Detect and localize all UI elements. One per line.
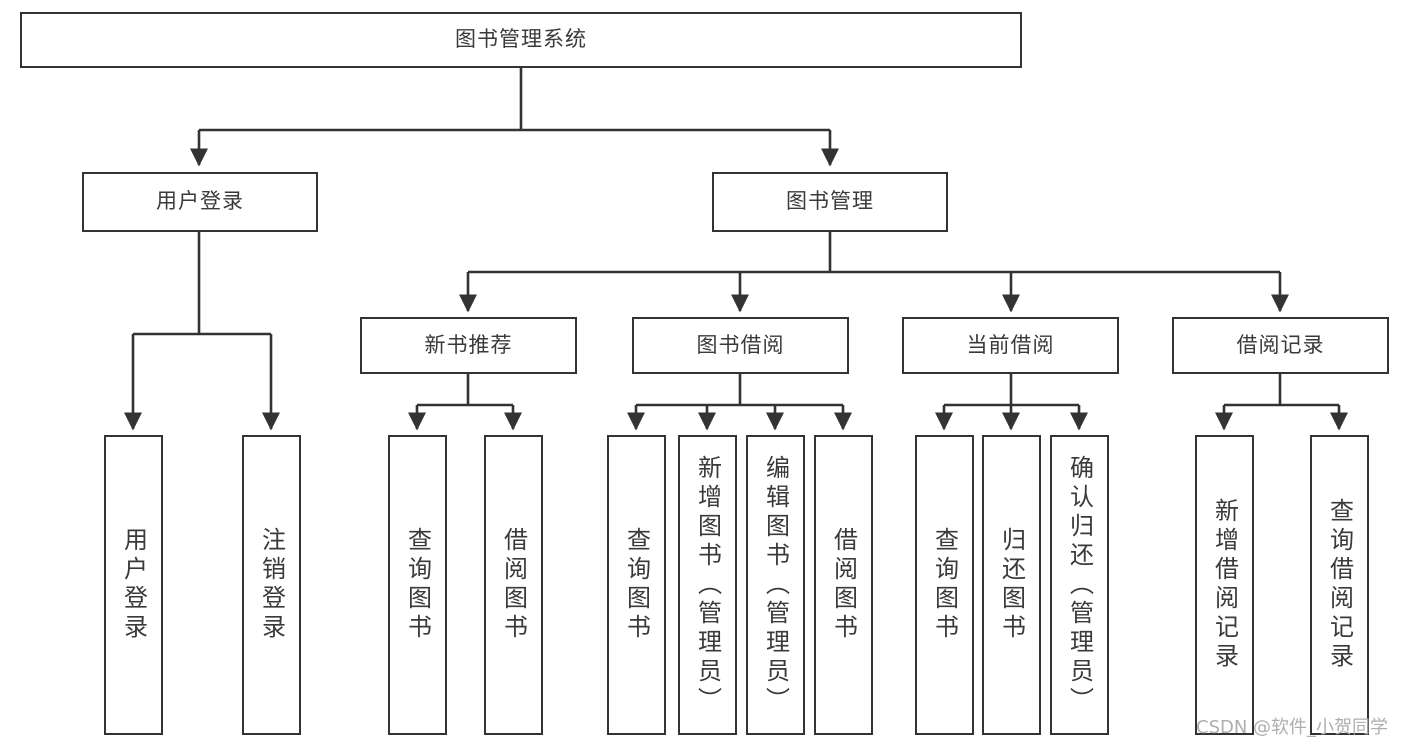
node-book-management[interactable]: 图书管理 — [712, 172, 948, 232]
node-user-login-label: 用户登录 — [156, 189, 244, 214]
node-leaf-confirm-return[interactable]: 确认归还（管理员） — [1050, 435, 1109, 735]
node-leaf-borrow-book-1-label: 借阅图书 — [499, 527, 528, 643]
node-leaf-borrow-book-2[interactable]: 借阅图书 — [814, 435, 873, 735]
node-book-borrow[interactable]: 图书借阅 — [632, 317, 849, 374]
node-leaf-query-book-2[interactable]: 查询图书 — [607, 435, 666, 735]
node-borrow-record[interactable]: 借阅记录 — [1172, 317, 1389, 374]
node-user-login[interactable]: 用户登录 — [82, 172, 318, 232]
node-leaf-add-book[interactable]: 新增图书（管理员） — [678, 435, 737, 735]
node-leaf-query-book-2-label: 查询图书 — [622, 527, 651, 643]
node-leaf-borrow-book-2-label: 借阅图书 — [829, 527, 858, 643]
node-book-borrow-label: 图书借阅 — [696, 332, 785, 357]
node-root[interactable]: 图书管理系统 — [20, 12, 1022, 68]
node-leaf-edit-book-label: 编辑图书（管理员） — [761, 454, 790, 716]
node-leaf-query-record-label: 查询借阅记录 — [1325, 498, 1354, 672]
node-new-book-recommend[interactable]: 新书推荐 — [360, 317, 577, 374]
node-leaf-edit-book[interactable]: 编辑图书（管理员） — [746, 435, 805, 735]
node-leaf-query-book-1[interactable]: 查询图书 — [388, 435, 447, 735]
node-leaf-borrow-book-1[interactable]: 借阅图书 — [484, 435, 543, 735]
node-leaf-return-book-label: 归还图书 — [997, 527, 1026, 643]
node-leaf-return-book[interactable]: 归还图书 — [982, 435, 1041, 735]
node-leaf-logout-label: 注销登录 — [257, 527, 286, 643]
node-leaf-confirm-return-label: 确认归还（管理员） — [1065, 454, 1094, 716]
node-leaf-logout[interactable]: 注销登录 — [242, 435, 301, 735]
node-leaf-user-login[interactable]: 用户登录 — [104, 435, 163, 735]
node-leaf-add-record-label: 新增借阅记录 — [1210, 498, 1239, 672]
node-leaf-query-book-3-label: 查询图书 — [930, 527, 959, 643]
node-new-book-recommend-label: 新书推荐 — [424, 332, 513, 357]
node-leaf-add-record[interactable]: 新增借阅记录 — [1195, 435, 1254, 735]
node-leaf-query-record[interactable]: 查询借阅记录 — [1310, 435, 1369, 735]
node-book-management-label: 图书管理 — [786, 189, 874, 214]
csdn-watermark: CSDN @软件_小贺同学 — [1196, 717, 1389, 738]
node-current-borrow-label: 当前借阅 — [966, 332, 1055, 357]
node-leaf-query-book-1-label: 查询图书 — [403, 527, 432, 643]
node-borrow-record-label: 借阅记录 — [1236, 332, 1325, 357]
node-leaf-user-login-label: 用户登录 — [119, 527, 148, 643]
node-current-borrow[interactable]: 当前借阅 — [902, 317, 1119, 374]
node-leaf-add-book-label: 新增图书（管理员） — [693, 454, 722, 716]
node-leaf-query-book-3[interactable]: 查询图书 — [915, 435, 974, 735]
node-root-label: 图书管理系统 — [455, 27, 587, 52]
